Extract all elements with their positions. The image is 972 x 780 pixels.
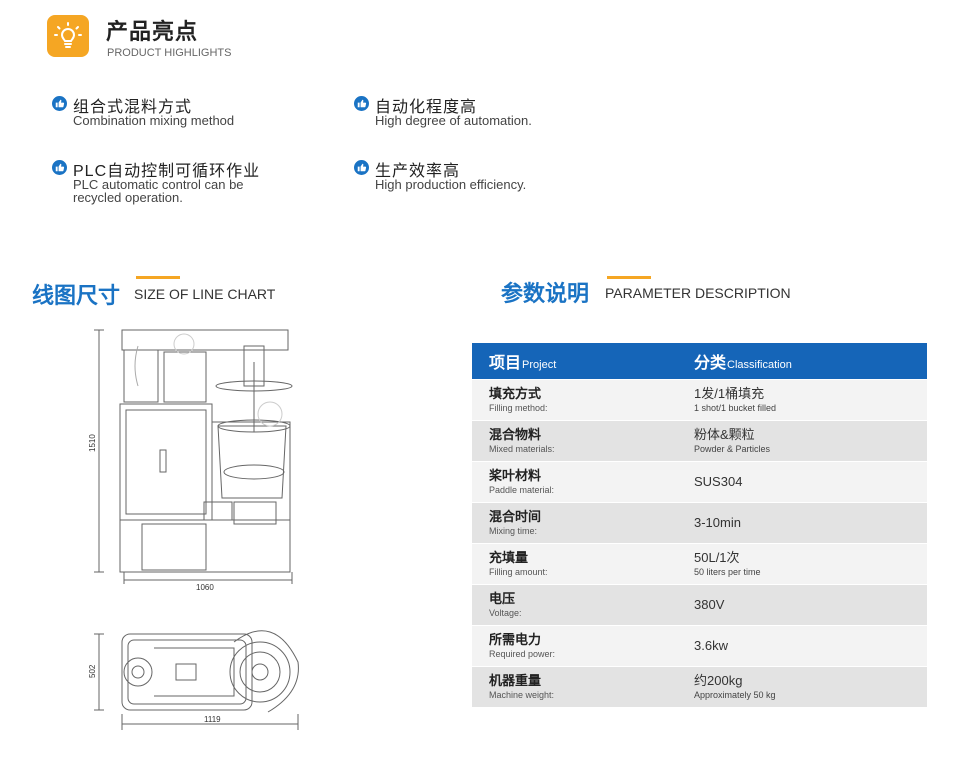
row-value-en: 1 shot/1 bucket filled — [694, 403, 777, 413]
table-header-row: 项目Project 分类Classification — [472, 343, 927, 379]
highlights-subtitle: PRODUCT HIGHLIGHTS — [107, 47, 232, 59]
line-chart-title: 线图尺寸 — [32, 283, 121, 308]
lightbulb-icon — [54, 22, 82, 48]
line-chart-subtitle: SIZE OF LINE CHART — [134, 286, 276, 302]
row-value: 380V — [694, 596, 725, 612]
row-label-en: Voltage: — [489, 607, 522, 618]
row-label-en: Machine weight: — [489, 689, 555, 700]
feature-cn: 生产效率高 — [375, 163, 461, 180]
feature-en: High degree of automation. — [375, 113, 532, 128]
row-label-en: Mixed materials: — [489, 443, 555, 454]
section-accent-bar — [136, 276, 180, 279]
row-value-cn: 1发/1桶填充 — [694, 386, 765, 401]
dim-width-front-label: 1060 — [196, 583, 214, 592]
dim-depth-label: 502 — [88, 664, 97, 678]
feature-cn: 组合式混料方式 — [73, 99, 193, 116]
row-value: 3-10min — [694, 514, 741, 530]
feature-en: High production efficiency. — [375, 177, 527, 192]
thumbs-up-icon — [354, 96, 369, 111]
row-label-cn: 桨叶材料 — [489, 467, 542, 483]
feature-en: Combination mixing method — [73, 113, 235, 128]
params-subtitle: PARAMETER DESCRIPTION — [605, 285, 791, 301]
row-label-cn: 充填量 — [489, 549, 529, 565]
thumbs-up-icon — [52, 96, 67, 111]
row-label-en: Paddle material: — [489, 484, 555, 495]
row-label-en: Mixing time: — [489, 525, 538, 536]
header-classification: 分类Classification — [677, 343, 927, 379]
row-value-cn: 约200kg — [694, 673, 743, 689]
row-value-cn: 50L/1次 — [694, 550, 740, 565]
row-label-en: Filling method: — [489, 402, 548, 413]
row-value-en: 50 liters per time — [694, 567, 761, 577]
feature-cn: 自动化程度高 — [375, 99, 478, 116]
row-label-cn: 电压 — [489, 590, 516, 606]
row-label-en: Filling amount: — [489, 566, 548, 577]
machine-line-drawing: 1510 1060 502 1119 — [88, 329, 299, 730]
highlights-icon-box — [47, 15, 89, 57]
highlights-title: 产品亮点 — [106, 19, 199, 44]
row-value-cn: 粉体&颗粒 — [694, 427, 755, 442]
feature-en: PLC automatic control can be recycled op… — [73, 177, 244, 205]
row-label-en: Required power: — [489, 648, 556, 659]
row-value: 3.6kw — [694, 637, 728, 653]
params-title: 参数说明 — [501, 281, 590, 306]
row-label-cn: 所需电力 — [489, 631, 542, 647]
row-label-cn: 混合物料 — [489, 426, 542, 442]
header-project: 项目Project — [472, 343, 677, 379]
row-value: SUS304 — [694, 473, 743, 489]
row-label-cn: 机器重量 — [489, 672, 542, 688]
row-label-cn: 混合时间 — [489, 508, 542, 524]
row-value-en: Powder & Particles — [694, 444, 771, 454]
dim-height-label: 1510 — [88, 434, 97, 452]
section-accent-bar — [607, 276, 651, 279]
feature-cn: PLC自动控制可循环作业 — [73, 163, 261, 180]
row-value-en: Approximately 50 kg — [694, 690, 776, 701]
thumbs-up-icon — [52, 160, 67, 175]
thumbs-up-icon — [354, 160, 369, 175]
row-label-cn: 填充方式 — [489, 385, 542, 401]
dim-width-top-label: 1119 — [204, 715, 221, 724]
